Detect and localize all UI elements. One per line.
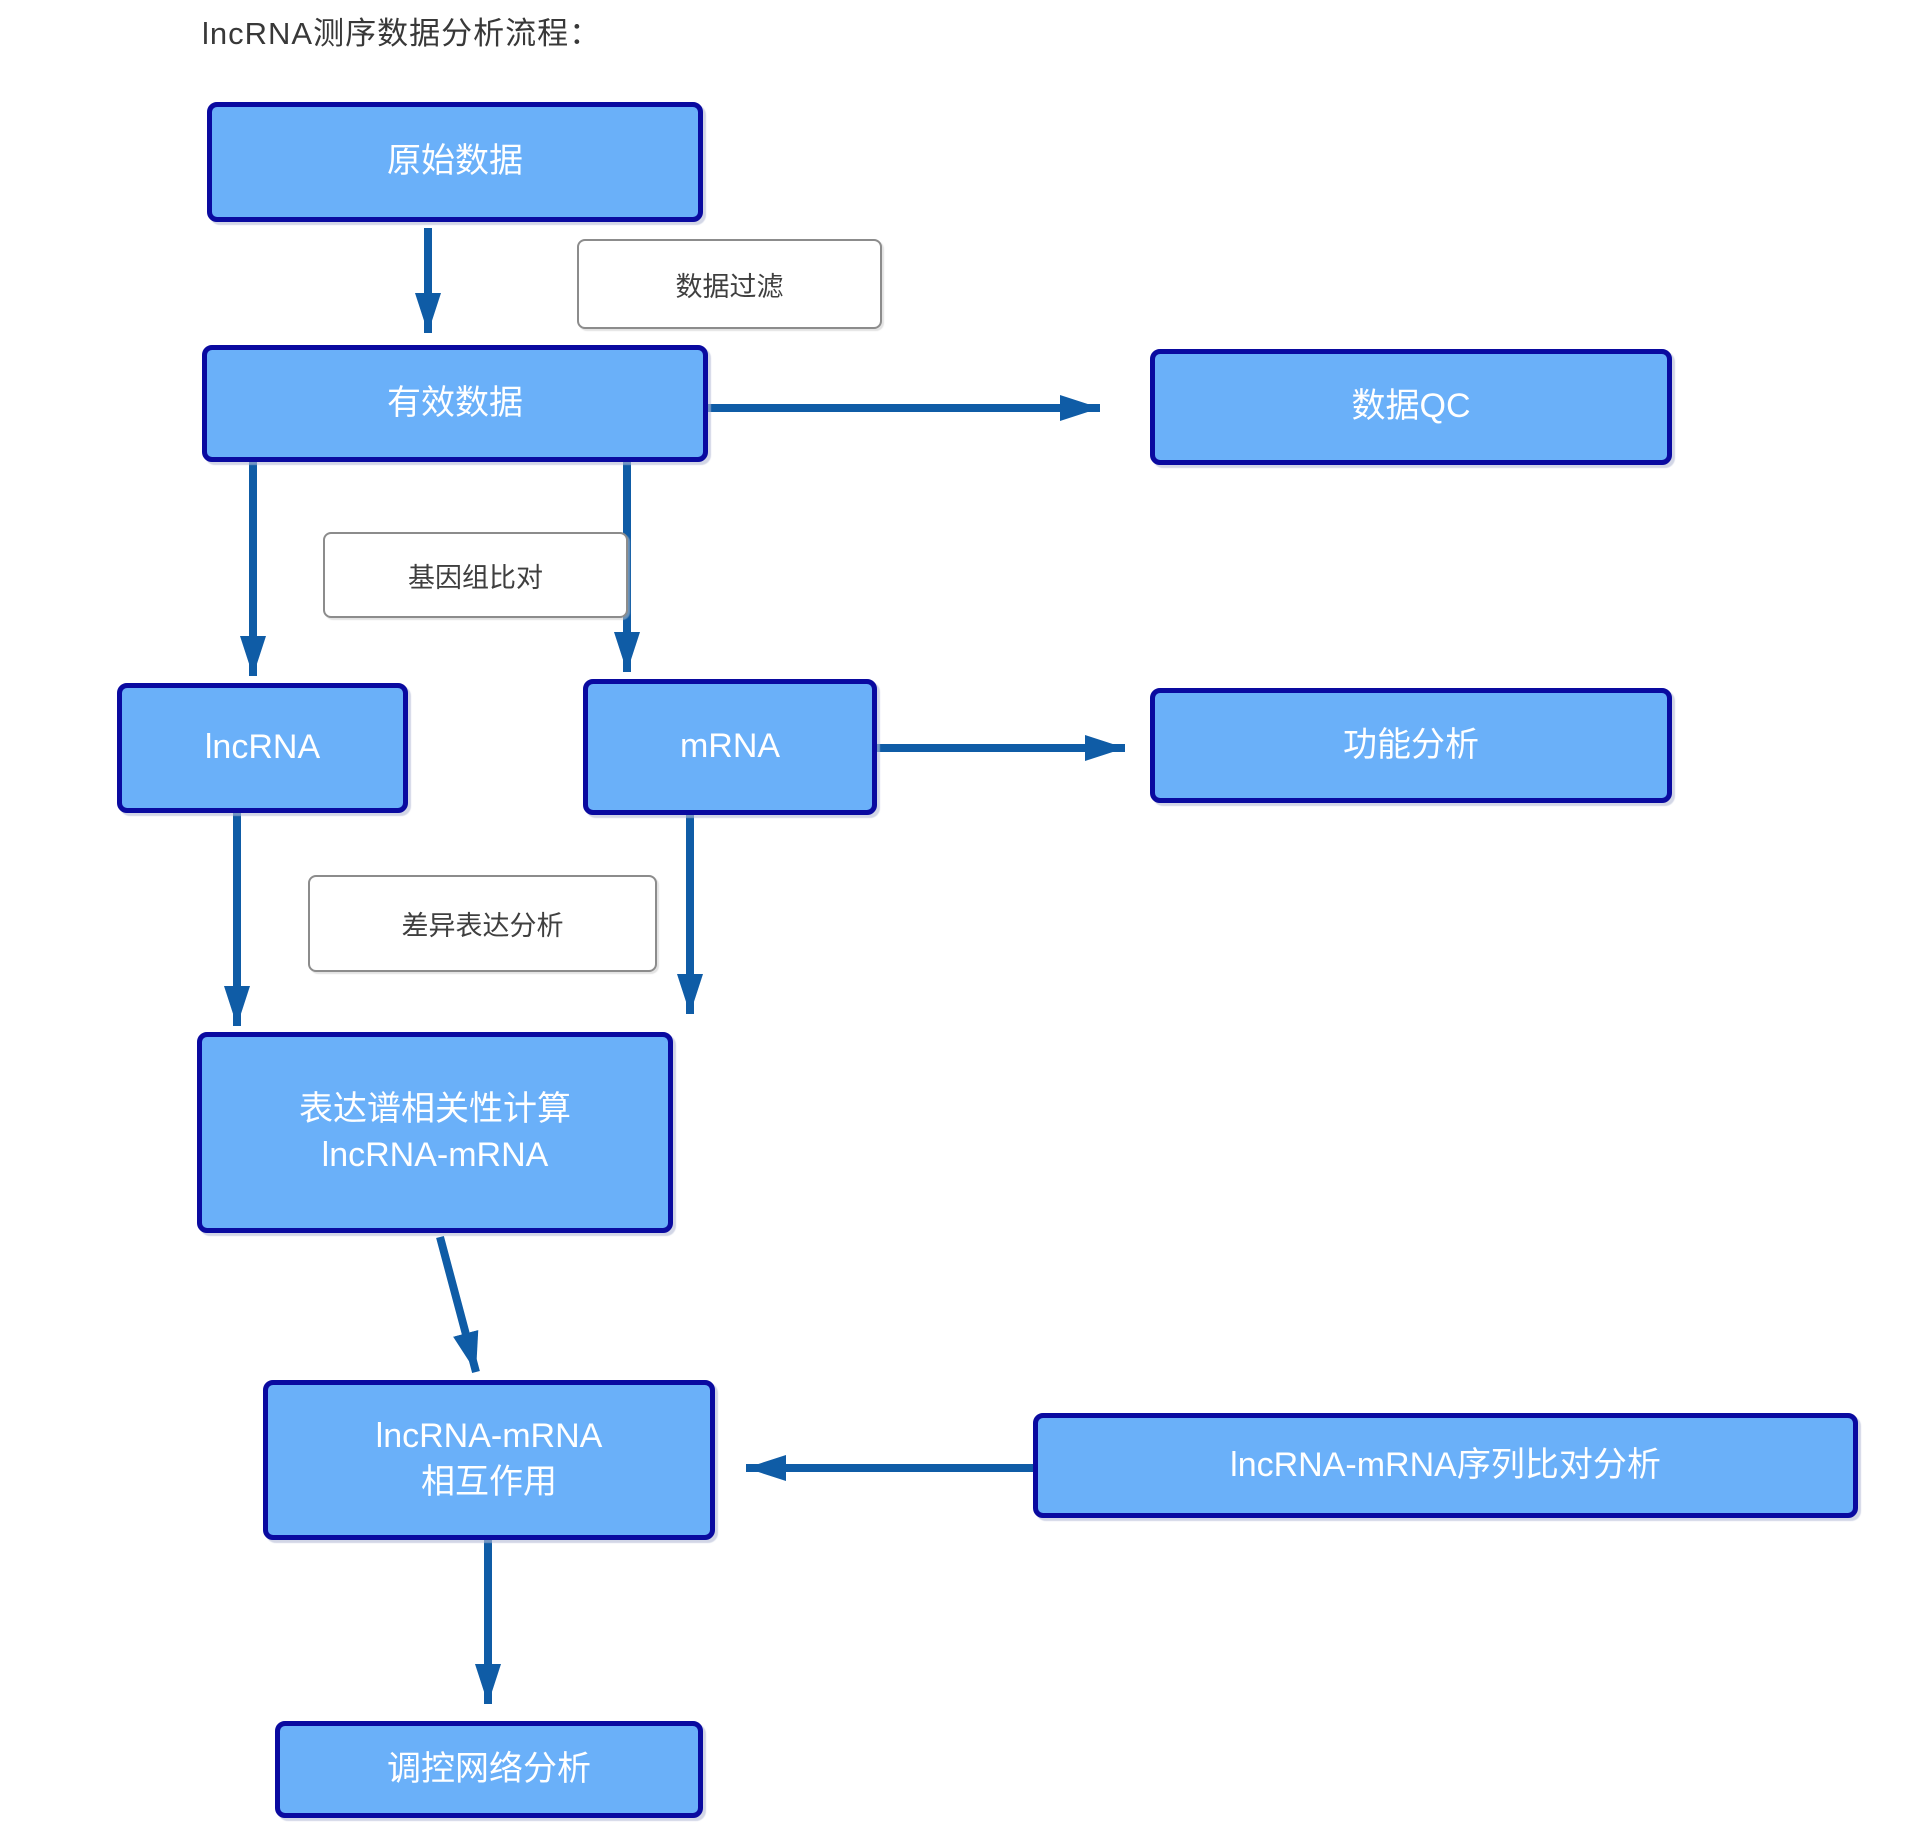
node-interaction: lncRNA-mRNA 相互作用 [263, 1380, 715, 1540]
node-mrna: mRNA [583, 679, 877, 815]
node-raw-data: 原始数据 [207, 102, 703, 222]
node-valid-data: 有效数据 [202, 345, 708, 462]
arrow-correlation-to-interaction [436, 1235, 480, 1374]
node-seq-alignment: lncRNA-mRNA序列比对分析 [1033, 1413, 1858, 1518]
node-network: 调控网络分析 [275, 1721, 703, 1818]
edge-label-filter: 数据过滤 [577, 239, 882, 329]
node-data-qc: 数据QC [1150, 349, 1672, 465]
node-lncrna: lncRNA [117, 683, 408, 813]
node-functional-analysis: 功能分析 [1150, 688, 1672, 803]
node-correlation: 表达谱相关性计算 lncRNA-mRNA [197, 1032, 673, 1233]
diagram-title: lncRNA测序数据分析流程： [202, 16, 602, 51]
edge-label-genome-alignment: 基因组比对 [323, 532, 628, 618]
edge-label-diff-expression: 差异表达分析 [308, 875, 657, 972]
